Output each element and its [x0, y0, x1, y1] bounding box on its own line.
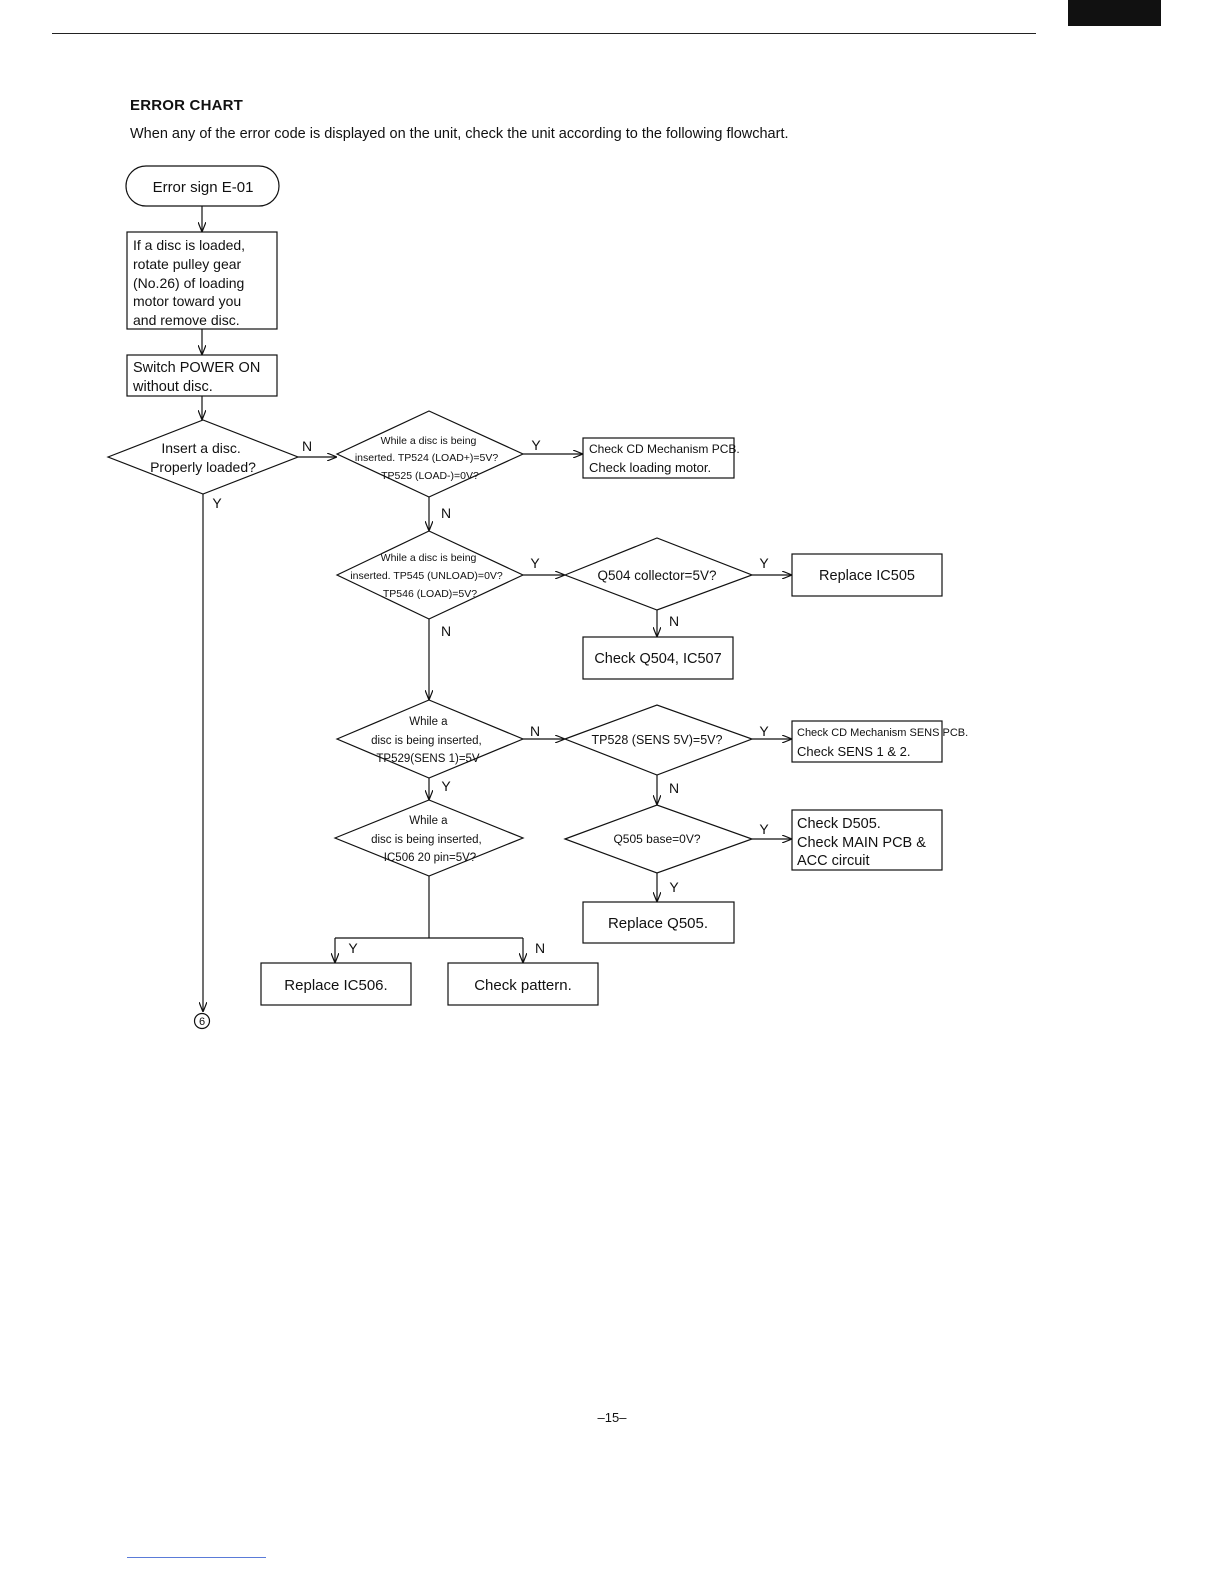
check-mech-text: Check CD Mechanism PCB. Check loading mo…: [589, 441, 743, 475]
insert-disc-decision: [106, 419, 300, 495]
label-q504-n: N: [669, 613, 679, 629]
footer-link-line: [127, 1557, 266, 1558]
power-on-text: Switch POWER ON without disc.: [132, 360, 264, 395]
page-title: ERROR CHART: [130, 97, 244, 114]
label-tp528-n: N: [669, 780, 679, 796]
check-d505-text: Check D505. Check MAIN PCB & ACC circuit: [797, 816, 930, 869]
check-pattern-text: Check pattern.: [474, 977, 572, 994]
check-sens-text: Check CD Mechanism SENS PCB. Check SENS …: [797, 724, 972, 759]
q504-text: Q504 collector=5V?: [598, 568, 717, 583]
label-tp528-y: Y: [759, 723, 769, 739]
connector-label: 6: [199, 1016, 205, 1028]
header-rule: [52, 33, 1036, 34]
power-on-box: [126, 354, 278, 397]
unload-tp-text: While a disc is being inserted. TP545 (U…: [350, 552, 505, 600]
insert-disc-text: Insert a disc. Properly loaded?: [150, 440, 256, 475]
check-q504-text: Check Q504, IC507: [594, 651, 721, 667]
label-load-y: Y: [531, 437, 541, 453]
replace-ic505-text: Replace IC505: [819, 568, 915, 584]
replace-q505-box: [582, 901, 735, 944]
replace-q505-text: Replace Q505.: [608, 915, 708, 932]
replace-ic505-box: [791, 553, 943, 597]
check-d505-box: [791, 809, 943, 871]
check-sens-box: [791, 720, 943, 763]
replace-ic506-text: Replace IC506.: [284, 977, 387, 994]
check-q504-box: [582, 636, 734, 680]
page-number: –15–: [597, 1410, 627, 1425]
check-pattern-box: [447, 962, 599, 1006]
label-unload-y: Y: [530, 555, 540, 571]
label-insert-n: N: [302, 438, 312, 454]
label-sens1-n: N: [530, 723, 540, 739]
label-insert-y: Y: [212, 495, 222, 511]
replace-ic506-box: [260, 962, 412, 1006]
label-q505-y: Y: [759, 821, 769, 837]
tp528-text: TP528 (SENS 5V)=5V?: [592, 733, 723, 747]
label-load-n: N: [441, 505, 451, 521]
label-q505-y-down: Y: [669, 879, 679, 895]
check-mech-box: [582, 437, 735, 479]
remove-disc-text: If a disc is loaded, rotate pulley gear …: [133, 237, 249, 328]
label-sens1-y: Y: [441, 778, 451, 794]
connector-circle: [193, 1012, 211, 1030]
label-ic506-n: N: [535, 940, 545, 956]
corner-tab: [1068, 0, 1161, 26]
start-label: Error sign E-01: [153, 179, 254, 196]
sens1-text: While a disc is being inserted, TP529(SE…: [371, 716, 485, 765]
ic506-text: While a disc is being inserted, IC506 20…: [371, 815, 485, 864]
label-ic506-y: Y: [348, 940, 358, 956]
load-tp-text: While a disc is being inserted. TP524 (L…: [355, 435, 501, 482]
intro-text: When any of the error code is displayed …: [130, 126, 789, 142]
q505-text: Q505 base=0V?: [613, 832, 700, 846]
label-unload-n: N: [441, 623, 451, 639]
ic506-decision: [333, 799, 525, 877]
label-q504-y: Y: [759, 555, 769, 571]
